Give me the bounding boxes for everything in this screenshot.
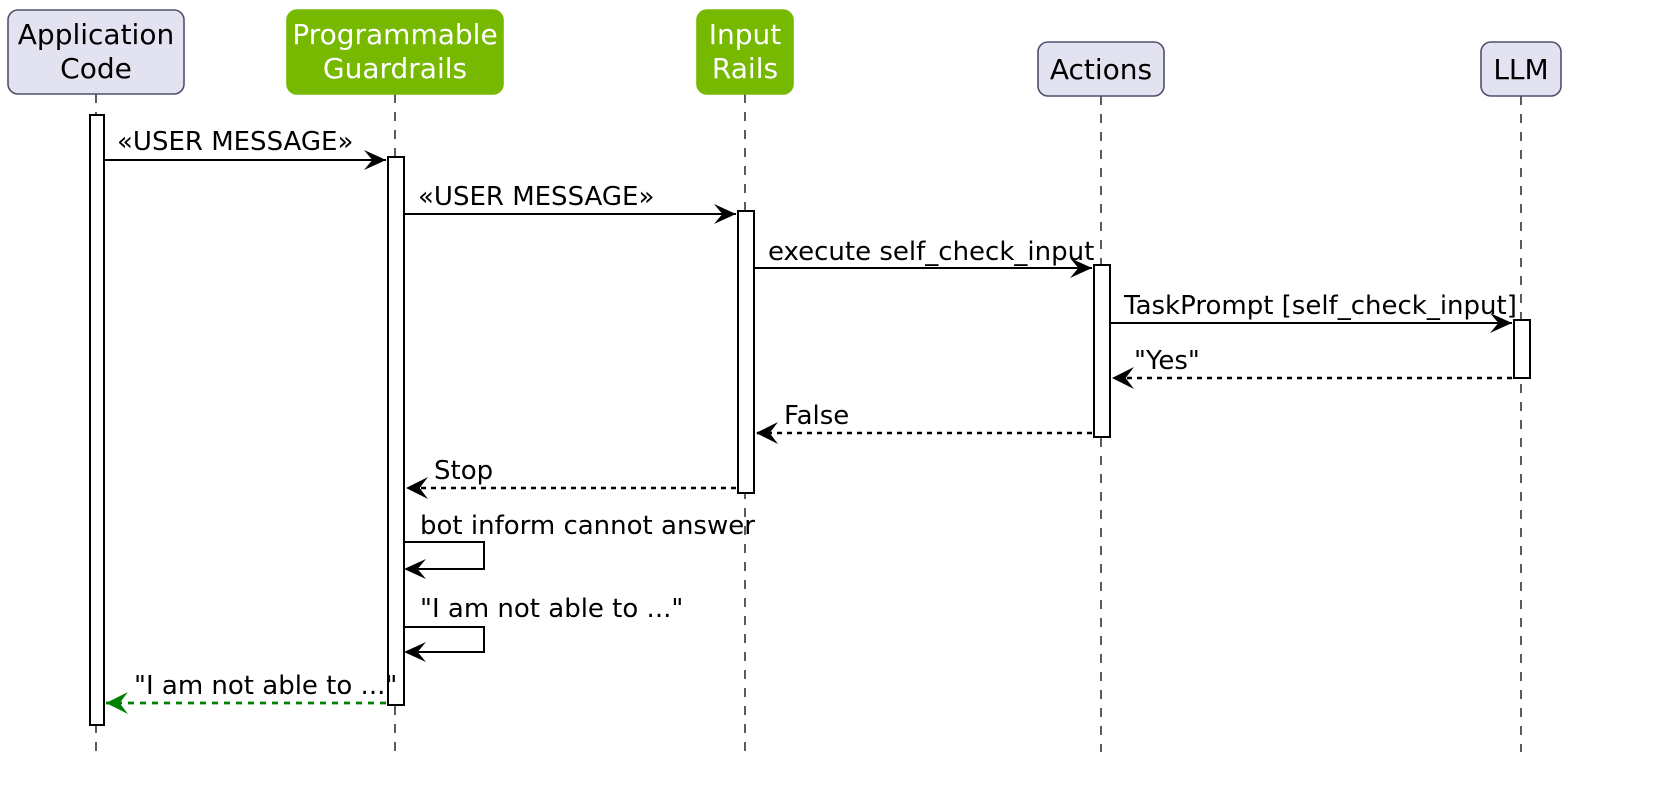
self-message-path-msg-8 (404, 541, 485, 570)
self-message-label-msg-8: bot inform cannot answer (420, 511, 755, 541)
message-label-msg-5: "Yes" (1134, 346, 1200, 376)
message-label-msg-10: "I am not able to ..." (134, 671, 397, 701)
self-message-msg-8: bot inform cannot answer (404, 511, 755, 579)
participant-box-app[interactable] (7, 9, 185, 95)
participant-label-inputrails-line1: Input (709, 18, 782, 51)
self-messages-layer: bot inform cannot answer "I am not able t… (404, 511, 755, 662)
message-msg-1: «USER MESSAGE» (104, 127, 386, 170)
arrowhead-msg-10 (106, 692, 128, 714)
message-label-msg-4: TaskPrompt [self_check_input] (1123, 291, 1517, 321)
participant-label-actions: Actions (1050, 53, 1152, 86)
arrowhead-msg-5 (1112, 367, 1134, 389)
participant-box-inputrails[interactable] (696, 9, 794, 95)
participant-label-app-line2: Code (60, 52, 132, 85)
arrowhead-msg-8 (404, 559, 426, 579)
message-msg-5: "Yes" (1112, 346, 1512, 389)
activation-bar-guardrails (387, 156, 405, 706)
arrowhead-msg-9 (404, 642, 426, 662)
participant-label-guardrails-line1: Programmable (292, 18, 497, 51)
arrowhead-msg-3 (1070, 258, 1092, 278)
arrowhead-msg-1 (364, 150, 386, 170)
participant-llm[interactable]: LLM (1480, 41, 1562, 97)
activation-bar-inputrails (737, 210, 755, 494)
activation-bar-app (89, 114, 105, 726)
participant-box-actions[interactable] (1037, 41, 1165, 97)
self-message-label-msg-9: "I am not able to ..." (420, 594, 683, 624)
message-msg-3: execute self_check_input (754, 237, 1094, 278)
message-msg-7: Stop (406, 456, 736, 499)
participant-box-llm[interactable] (1480, 41, 1562, 97)
activations-layer (89, 114, 1531, 726)
message-label-msg-2: «USER MESSAGE» (418, 182, 654, 212)
self-message-path-msg-9 (404, 626, 485, 653)
message-label-msg-1: «USER MESSAGE» (117, 127, 353, 157)
arrowhead-msg-2 (714, 204, 736, 224)
message-label-msg-7: Stop (434, 456, 493, 486)
participant-actions[interactable]: Actions (1037, 41, 1165, 97)
participant-label-guardrails-line2: Guardrails (323, 52, 467, 85)
message-msg-2: «USER MESSAGE» (404, 182, 736, 224)
message-msg-6: False (756, 401, 1092, 444)
message-label-msg-3: execute self_check_input (768, 237, 1094, 267)
activation-bar-actions (1093, 264, 1111, 438)
arrowhead-msg-4 (1490, 313, 1512, 333)
message-msg-4: TaskPrompt [self_check_input] (1110, 291, 1517, 333)
participant-label-app-line1: Application (18, 18, 174, 51)
arrowhead-msg-7 (406, 477, 428, 499)
arrowhead-msg-6 (756, 422, 778, 444)
message-msg-10: "I am not able to ..." (106, 671, 397, 714)
activation-bar-llm (1513, 319, 1531, 379)
message-label-msg-6: False (784, 401, 849, 431)
participant-box-guardrails[interactable] (286, 9, 504, 95)
self-message-msg-9: "I am not able to ..." (404, 594, 683, 662)
messages-layer: «USER MESSAGE» «USER MESSAGE» execute self… (104, 127, 1517, 714)
participant-label-inputrails-line2: Rails (712, 52, 778, 85)
participant-label-llm: LLM (1493, 53, 1548, 86)
